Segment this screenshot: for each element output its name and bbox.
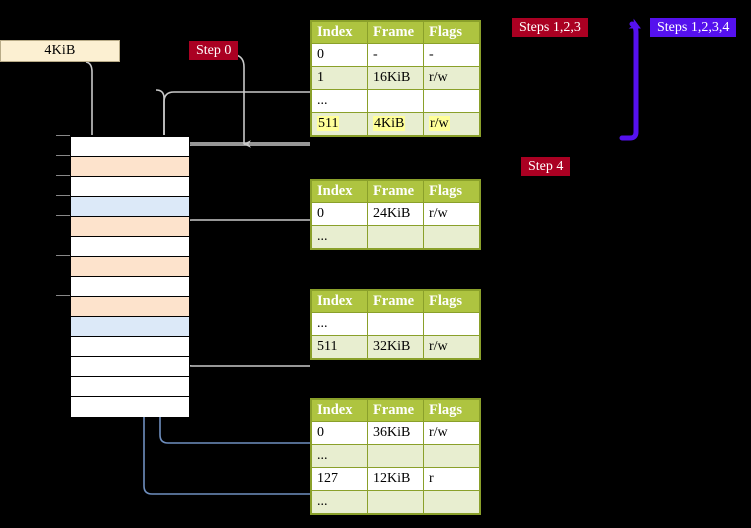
table-cell-frame: 16KiB [367, 66, 424, 90]
table-cell-flags: r [423, 467, 480, 491]
memory-tick-mark [56, 295, 70, 296]
table-cell-index: ... [311, 312, 368, 336]
table-cell-index: ... [311, 444, 368, 468]
memory-frame-row [71, 217, 189, 237]
memory-frame-row [71, 357, 189, 377]
memory-tick-mark [56, 215, 70, 216]
memory-frame-row [71, 137, 189, 157]
memory-frame-row [71, 157, 189, 177]
table-header-frame: Frame [367, 399, 424, 422]
table-header-flags: Flags [423, 21, 480, 44]
table-cell-flags: r/w [423, 421, 480, 445]
table-cell-frame: 12KiB [367, 467, 424, 491]
table-header-frame: Frame [367, 21, 424, 44]
table-cell-index: 511 [311, 335, 368, 359]
table-row: ... [311, 225, 480, 249]
wire-table2-to-memory [181, 296, 310, 367]
table-header-flags: Flags [423, 399, 480, 422]
memory-tick-mark [56, 135, 70, 136]
table-cell-flags [423, 89, 480, 113]
table-cell-index: 127 [311, 467, 368, 491]
memory-frame-row [71, 377, 189, 397]
table-cell-frame [367, 490, 424, 514]
table-header-frame: Frame [367, 180, 424, 203]
table-header-flags: Flags [423, 180, 480, 203]
table-cell-frame: 4KiB [367, 112, 424, 136]
table-cell-index: ... [311, 89, 368, 113]
memory-frame-row [71, 277, 189, 297]
table-header-index: Index [311, 21, 368, 44]
table-cell-index: ... [311, 490, 368, 514]
memory-frame-row [71, 177, 189, 197]
table-cell-frame [367, 225, 424, 249]
table-row: ... [311, 444, 480, 468]
wire-step0-size [235, 54, 251, 148]
table-cell-index: 0 [311, 421, 368, 445]
memory-frame-row [71, 197, 189, 217]
table-row: ... [311, 312, 480, 336]
wire-table1-to-memory [181, 219, 310, 266]
memory-tick-mark [56, 175, 70, 176]
table-cell-flags [423, 312, 480, 336]
memory-frame-row [71, 337, 189, 357]
memory-tick-mark [56, 255, 70, 256]
table-cell-flags: - [423, 43, 480, 67]
table-header-flags: Flags [423, 290, 480, 313]
table-cell-flags: r/w [423, 112, 480, 136]
table-header-index: Index [311, 180, 368, 203]
table-cell-frame [367, 444, 424, 468]
table-cell-frame [367, 89, 424, 113]
badge-steps-1-2-3: Steps 1,2,3 [512, 18, 588, 37]
wire-table0-row511-down [175, 144, 310, 155]
table-header-frame: Frame [367, 290, 424, 313]
table-cell-frame: 32KiB [367, 335, 424, 359]
badge-step-4: Step 4 [521, 157, 571, 176]
table-cell-index: 511 [311, 112, 368, 136]
memory-tick-mark [56, 195, 70, 196]
table-row: ... [311, 89, 480, 113]
table-cell-flags: r/w [423, 202, 480, 226]
table-row: 0-- [311, 43, 480, 67]
memory-frame-row [71, 257, 189, 277]
badge-steps-1-2-3-4: Steps 1,2,3,4 [650, 18, 737, 37]
memory-frame-row [71, 297, 189, 317]
table-header-index: Index [311, 399, 368, 422]
table-cell-flags [423, 444, 480, 468]
table-cell-index: 1 [311, 66, 368, 90]
memory-frame-row [71, 397, 189, 417]
table-cell-frame: - [367, 43, 424, 67]
table-cell-flags [423, 225, 480, 249]
physical-memory-column [70, 135, 190, 417]
table-cell-flags: r/w [423, 66, 480, 90]
table-cell-frame: 24KiB [367, 202, 424, 226]
table-row: ... [311, 490, 480, 514]
table-cell-flags [423, 490, 480, 514]
table-header-index: Index [311, 290, 368, 313]
purple-bracket-arrow [619, 18, 641, 141]
table-cell-index: 0 [311, 202, 368, 226]
memory-tick-mark [56, 155, 70, 156]
table-cell-index: 0 [311, 43, 368, 67]
table-cell-frame: 36KiB [367, 421, 424, 445]
size-label-box: 4KiB [0, 40, 120, 62]
memory-frame-row [71, 237, 189, 257]
badge-step-0: Step 0 [189, 41, 239, 60]
memory-frame-row [71, 317, 189, 337]
table-cell-index: ... [311, 225, 368, 249]
table-cell-frame [367, 312, 424, 336]
table-cell-flags: r/w [423, 335, 480, 359]
